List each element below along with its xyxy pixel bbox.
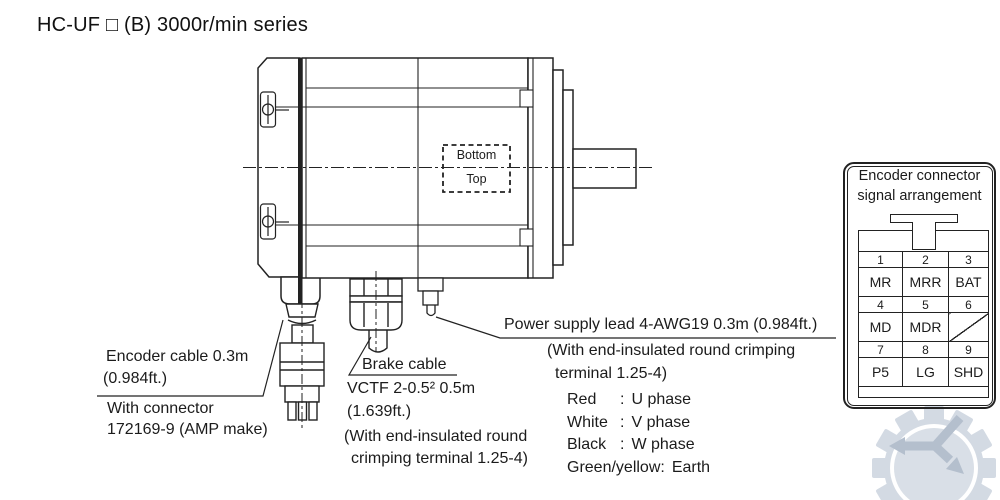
pin-cell: MRR <box>902 267 949 297</box>
mounting-bolt-top <box>259 91 289 128</box>
brake-cable-line1: VCTF 2-0.5² 0.5m <box>347 380 476 397</box>
phase-desc: U phase <box>631 391 692 408</box>
connector-key-stem <box>912 221 936 250</box>
brake-cable-line3: (With end-insulated round <box>344 428 528 445</box>
phase-row-green-yellow: Green/yellow : Earth <box>567 457 710 480</box>
pin-cell: LG <box>902 357 949 387</box>
pin-cell: 1 <box>858 251 903 268</box>
phase-desc: W phase <box>631 436 695 453</box>
phase-separator: : <box>660 458 665 476</box>
connector-box-title-line1: Encoder connector <box>858 168 981 184</box>
phase-color-label: Red <box>567 391 597 408</box>
encoder-cable-line4: 172169-9 (AMP make) <box>107 421 268 438</box>
pin-cell: 9 <box>947 341 990 358</box>
pin-cell: SHD <box>947 357 990 387</box>
phase-color-label: Black <box>567 436 607 453</box>
orientation-label-bottom: Bottom <box>456 148 497 162</box>
phase-row-black: Black : W phase <box>567 434 710 457</box>
pin-cell: 8 <box>902 341 949 358</box>
phase-color-label: Green/yellow <box>567 458 661 476</box>
pin-number-row: 4 5 6 <box>858 296 990 313</box>
orientation-dashed-box <box>442 144 511 193</box>
phase-separator: : <box>620 391 625 408</box>
page-title: HC-UF □ (B) 3000r/min series <box>37 14 309 36</box>
encoder-cable-line3: With connector <box>107 400 214 417</box>
pin-cell: 2 <box>902 251 949 268</box>
brake-cable-title: Brake cable <box>362 356 447 373</box>
pin-number-row: 7 8 9 <box>858 341 990 358</box>
pin-cell: MR <box>858 267 903 297</box>
phase-desc: Earth <box>671 458 711 476</box>
phase-separator: : <box>620 436 625 453</box>
pin-table: 1 2 3 MR MRR BAT 4 5 6 MD MDR 7 8 <box>857 230 990 398</box>
pin-cell: 6 <box>947 296 990 313</box>
encoder-connector-box: Encoder connector signal arrangement 1 2… <box>843 162 996 409</box>
brake-cable-line2: (1.639ft.) <box>347 403 412 420</box>
pin-signal-row: P5 LG SHD <box>858 357 990 387</box>
pin-cell: 4 <box>858 296 903 313</box>
pin-cell: 3 <box>947 251 990 268</box>
brake-cable-leader-line <box>347 336 457 376</box>
pin-cell: MD <box>858 312 903 342</box>
power-lead-line2: terminal 1.25-4) <box>555 365 668 382</box>
phase-row-white: White : V phase <box>567 412 710 435</box>
pin-cell: P5 <box>858 357 903 387</box>
encoder-cable-leader-line <box>97 319 284 397</box>
phase-color-label: White <box>567 413 608 431</box>
watermark-k-mark <box>889 415 964 474</box>
encoder-cable-line2: (0.984ft.) <box>103 370 168 387</box>
pin-cell: BAT <box>947 267 990 297</box>
pin-cell-unused <box>947 312 990 342</box>
brake-cable-line4: crimping terminal 1.25-4) <box>351 450 528 467</box>
power-lead-line1: (With end-insulated round crimping <box>547 342 796 359</box>
encoder-cover-joint <box>298 58 303 304</box>
pin-table-footer-gap <box>857 386 990 398</box>
pin-cell: MDR <box>902 312 949 342</box>
phase-color-list: Red : U phase White : V phase Black : W … <box>567 389 710 479</box>
pin-number-row: 1 2 3 <box>858 251 990 268</box>
power-lead-title: Power supply lead 4-AWG19 0.3m (0.984ft.… <box>504 316 818 333</box>
phase-desc: V phase <box>631 413 691 431</box>
mounting-bolt-bottom <box>259 203 289 240</box>
pin-cell: 7 <box>858 341 903 358</box>
orientation-label-top: Top <box>466 172 487 186</box>
watermark-logo-icon <box>872 406 996 500</box>
power-lead-drawing <box>417 277 444 317</box>
encoder-cable-line1: Encoder cable 0.3m <box>106 348 249 365</box>
phase-separator: : <box>620 413 625 431</box>
phase-row-red: Red : U phase <box>567 389 710 412</box>
flange-notch-bottom <box>519 228 534 247</box>
connector-box-title-line2: signal arrangement <box>857 188 982 204</box>
power-lead-leader-line <box>435 316 836 339</box>
flange-notch-top <box>519 89 534 108</box>
pin-cell: 5 <box>902 296 949 313</box>
pin-signal-row: MD MDR <box>858 312 990 342</box>
encoder-connector-box-inner-border <box>846 165 993 406</box>
pin-signal-row: MR MRR BAT <box>858 267 990 297</box>
motor-shaft <box>572 148 637 189</box>
